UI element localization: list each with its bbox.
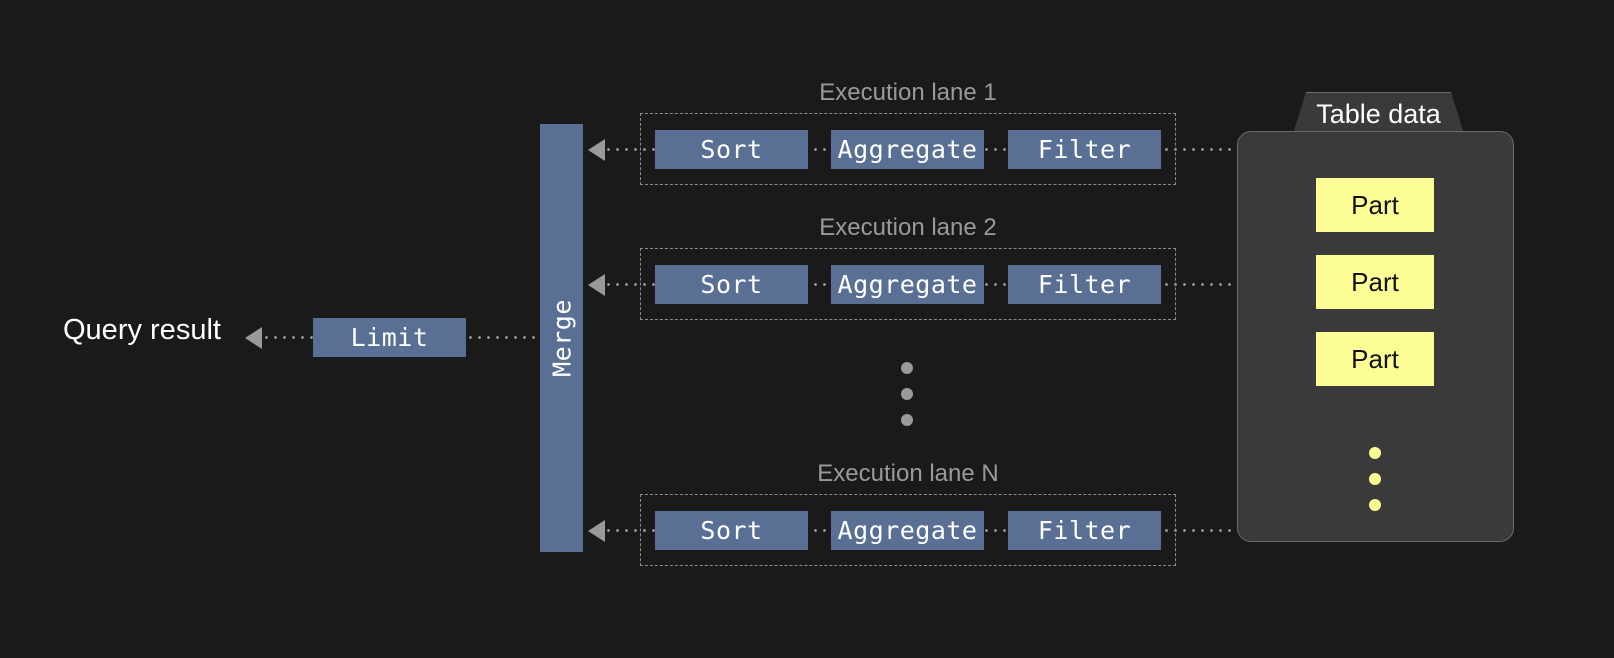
table-part-1[interactable]: Part [1316,178,1434,232]
operator-aggregate-lane-2[interactable]: Aggregate [831,265,984,304]
ellipsis-dot [901,388,913,400]
ellipsis-dot [901,362,913,374]
ellipsis-dot [901,414,913,426]
operator-merge[interactable]: Merge [540,124,583,552]
arrow-lane-2-to-merge-icon [588,274,605,296]
table-data-tab [1292,92,1465,137]
operator-aggregate-lane-n[interactable]: Aggregate [831,511,984,550]
arrow-lane-1-to-merge-icon [588,139,605,161]
lane-container-1 [640,113,1176,185]
operator-filter-lane-1[interactable]: Filter [1008,130,1161,169]
operator-filter-lane-2[interactable]: Filter [1008,265,1161,304]
operator-sort-lane-1[interactable]: Sort [655,130,808,169]
connector-merge-to-limit [466,336,542,339]
operator-limit[interactable]: Limit [313,318,466,357]
operator-sort-lane-2[interactable]: Sort [655,265,808,304]
lane-container-n [640,494,1176,566]
operator-sort-lane-n[interactable]: Sort [655,511,808,550]
ellipsis-dot [1369,447,1381,459]
lane-label-2: Execution lane 2 [819,214,997,241]
query-result-label: Query result [63,314,221,346]
arrow-lane-n-to-merge-icon [588,520,605,542]
lane-container-2 [640,248,1176,320]
table-part-3[interactable]: Part [1316,332,1434,386]
lane-label-1: Execution lane 1 [819,79,997,106]
lane-label-n: Execution lane N [817,460,999,487]
table-part-2[interactable]: Part [1316,255,1434,309]
table-data-label: Table data [1316,99,1441,129]
arrow-to-query-result-icon [245,327,262,349]
ellipsis-dot [1369,499,1381,511]
table-part-ellipsis-icon [1369,440,1381,518]
operator-aggregate-lane-1[interactable]: Aggregate [831,130,984,169]
lane-ellipsis-icon [901,355,913,433]
operator-filter-lane-n[interactable]: Filter [1008,511,1161,550]
operator-merge-label: Merge [547,299,576,377]
ellipsis-dot [1369,473,1381,485]
connector-limit-to-query-result [262,336,318,339]
